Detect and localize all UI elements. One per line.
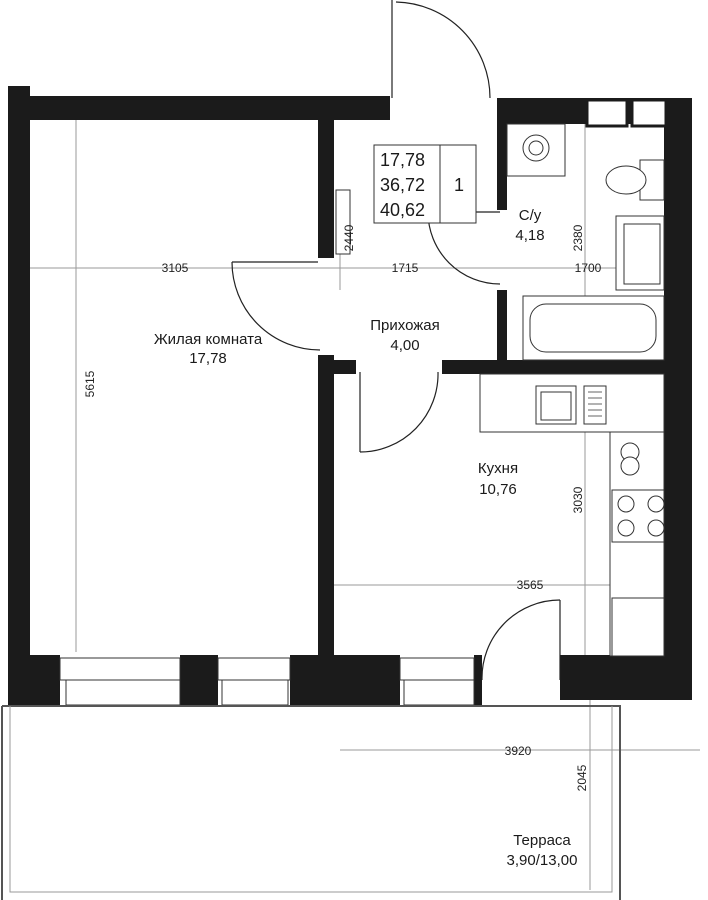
living-area-value: 17,78 — [380, 150, 425, 170]
terrace-area: 3,90/13,00 — [507, 852, 578, 869]
room-labels: Жилая комната 17,78 Прихожая 4,00 С/у 4,… — [154, 207, 578, 869]
walls — [8, 86, 692, 706]
washing-machine-icon — [506, 123, 566, 177]
toilet-icon — [605, 165, 647, 195]
dim-living-width: 3105 — [162, 261, 189, 275]
terrace-outline — [1, 705, 621, 900]
dim-terrace-width: 3920 — [505, 744, 532, 758]
dimension-labels: 3105 1715 1700 3565 3920 5615 2440 2380 … — [83, 224, 602, 791]
dim-living-height: 5615 — [83, 370, 97, 397]
kitchen-fixtures — [479, 373, 665, 657]
dim-wall-2440: 2440 — [342, 224, 356, 251]
dim-kitchen-height: 3030 — [571, 486, 585, 513]
oven-icon — [611, 597, 665, 657]
cooktop-icon — [611, 489, 665, 543]
kitchen-name: Кухня — [478, 460, 518, 477]
dimension-lines — [30, 118, 700, 890]
kitchen-area: 10,76 — [479, 481, 517, 498]
rooms-count: 1 — [454, 175, 464, 195]
hall-radiator — [335, 189, 351, 255]
doors — [231, 0, 561, 681]
windows — [59, 657, 475, 706]
dim-kitchen-width: 3565 — [517, 578, 544, 592]
dim-hall-width: 1715 — [392, 261, 419, 275]
total-area-value: 36,72 — [380, 175, 425, 195]
bathroom-area: 4,18 — [515, 227, 544, 244]
area-summary-box: 17,78 36,72 40,62 1 — [373, 144, 477, 224]
total-with-terrace-value: 40,62 — [380, 200, 425, 220]
dim-bath-width: 1700 — [575, 261, 602, 275]
dim-terrace-depth: 2045 — [575, 764, 589, 791]
bathroom-fixtures — [506, 123, 665, 361]
dim-bath-height: 2380 — [571, 224, 585, 251]
hall-name: Прихожая — [370, 317, 440, 334]
bathroom-name: С/у — [519, 207, 542, 224]
living-room-name: Жилая комната — [154, 331, 263, 348]
drainer-icon — [583, 385, 607, 425]
terrace-name: Терраса — [513, 832, 571, 849]
hall-area: 4,00 — [390, 337, 419, 354]
living-room-area: 17,78 — [189, 350, 227, 367]
